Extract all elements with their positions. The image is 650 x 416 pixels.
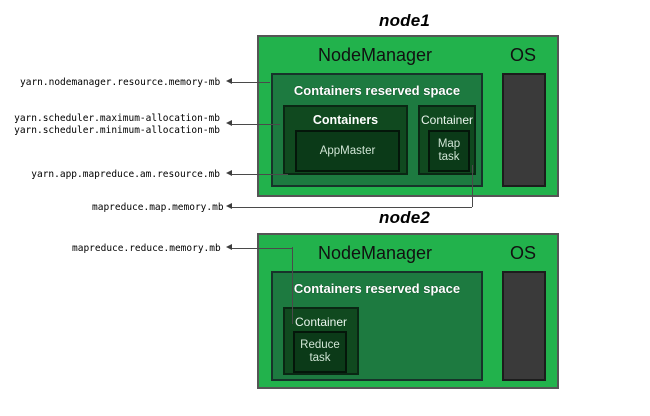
node1-title: node1: [379, 11, 431, 30]
annotation-nm-resource-memory: yarn.nodemanager.resource.memory-mb: [20, 77, 221, 88]
node1-reserved-space-box: Containers reserved space Containers App…: [271, 73, 483, 187]
node1-box: NodeManager OS Containers reserved space…: [257, 35, 559, 197]
node2-container-label: Container: [294, 315, 348, 329]
node1-os-label: OS: [509, 45, 536, 65]
node2-reserved-space-label: Containers reserved space: [293, 281, 461, 296]
node2-container-box: Container Reduce task: [283, 307, 359, 375]
node1-map-task-label-line1: Map: [437, 138, 461, 150]
annotation-sched-max-allocation: yarn.scheduler.maximum-allocation-mb: [14, 113, 220, 124]
arrow-sched-allocation: [226, 120, 232, 126]
node1-map-task-label-line2: task: [438, 151, 460, 163]
connector-am-resource-mb: [232, 173, 288, 175]
annotation-map-memory-mb: mapreduce.map.memory.mb: [92, 202, 224, 213]
arrow-am-resource-mb: [226, 170, 232, 176]
annotation-sched-min-allocation: yarn.scheduler.minimum-allocation-mb: [14, 125, 220, 136]
node1-map-task-box: Map task: [428, 130, 470, 172]
node2-os-slab: [502, 271, 546, 381]
annotation-am-resource-mb: yarn.app.mapreduce.am.resource.mb: [31, 169, 220, 180]
node2-title: node2: [379, 208, 431, 227]
node1-os-slab: [502, 73, 546, 187]
node1-container-box: Container Map task: [418, 105, 476, 175]
connector-map-memory-vertical: [471, 165, 473, 207]
node1-container-label: Container: [420, 113, 474, 127]
connector-nm-resource-memory: [232, 81, 270, 83]
connector-map-memory-horizontal: [232, 206, 472, 208]
node1-containers-group-label: Containers: [312, 113, 379, 127]
node2-reduce-task-box: Reduce task: [293, 331, 347, 373]
node2-reduce-task-label-line1: Reduce: [300, 339, 340, 351]
node2-nodemanager-label: NodeManager: [317, 243, 433, 263]
node2-box: NodeManager OS Containers reserved space…: [257, 233, 559, 389]
node1-appmaster-box: AppMaster: [295, 130, 400, 172]
node1-containers-group-box: Containers AppMaster: [283, 105, 408, 175]
node1-nodemanager-label: NodeManager: [317, 45, 433, 65]
connector-reduce-memory-vertical: [291, 247, 293, 324]
arrow-nm-resource-memory: [226, 78, 232, 84]
connector-reduce-memory-horizontal: [232, 247, 292, 249]
connector-sched-allocation: [232, 123, 280, 125]
node1-appmaster-label: AppMaster: [319, 144, 376, 157]
annotation-reduce-memory-mb: mapreduce.reduce.memory.mb: [72, 243, 221, 254]
arrow-reduce-memory-mb: [226, 244, 232, 250]
node2-reduce-task-label-line2: task: [309, 352, 331, 364]
node2-os-label: OS: [509, 243, 536, 263]
node1-reserved-space-label: Containers reserved space: [293, 83, 461, 98]
node2-reserved-space-box: Containers reserved space Container Redu…: [271, 271, 483, 381]
arrow-map-memory-mb: [226, 203, 232, 209]
